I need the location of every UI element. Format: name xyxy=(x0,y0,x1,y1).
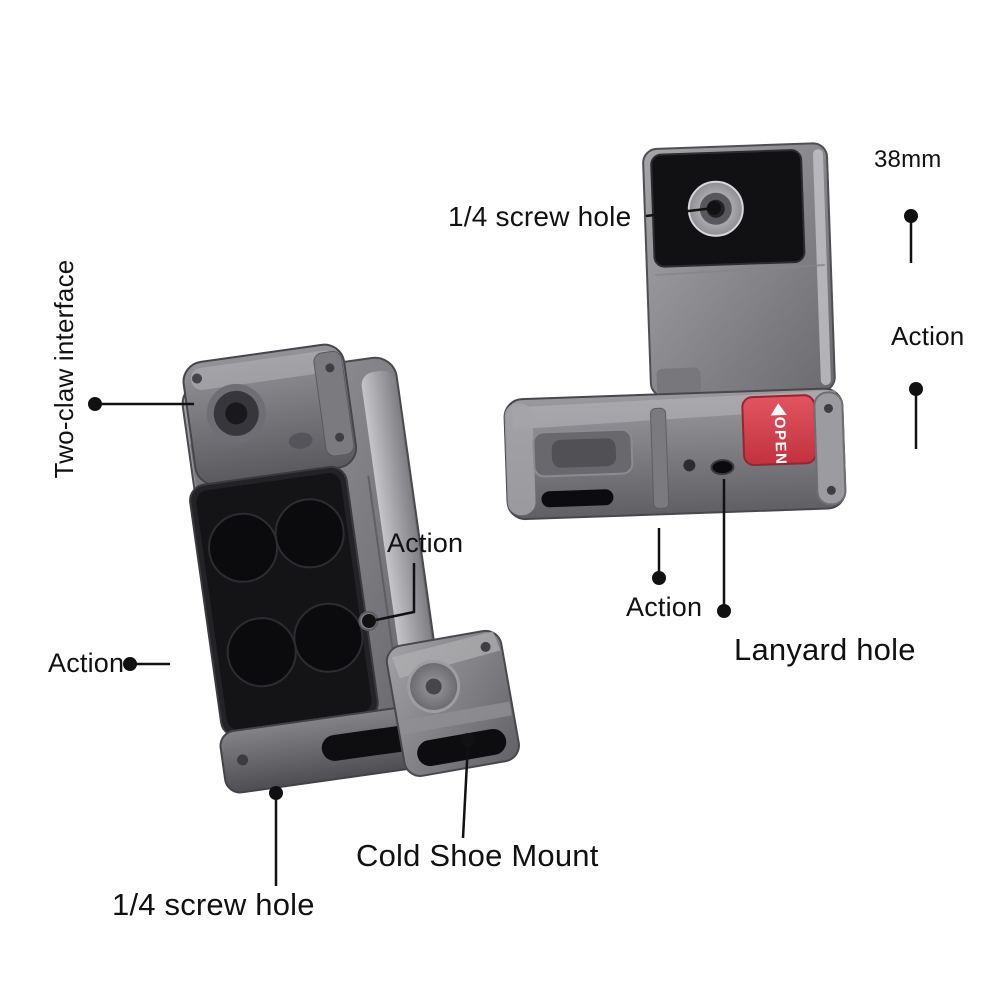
label-action-mid: Action xyxy=(387,528,464,558)
leader-screw-hole-top xyxy=(645,201,721,218)
clamp-slot xyxy=(541,489,614,508)
leader-lines xyxy=(88,201,923,886)
cold-shoe-slot xyxy=(417,728,507,767)
label-quarter-screw-hole-bottom: 1/4 screw hole xyxy=(112,887,315,922)
leader-action-mid xyxy=(362,563,416,628)
label-38mm-dimension: 38mm xyxy=(874,146,942,173)
leader-cold-shoe xyxy=(461,733,475,839)
leader-action-bottom xyxy=(652,528,666,585)
label-action-left: Action xyxy=(48,648,125,678)
open-button: OPEN xyxy=(741,394,818,467)
label-action-bottom: Action xyxy=(626,592,703,622)
right-device-plate-render xyxy=(642,142,836,398)
open-arrow-icon xyxy=(770,403,787,416)
lens-screen xyxy=(189,465,379,738)
label-quarter-screw-hole-top: 1/4 screw hole xyxy=(448,201,632,232)
cold-shoe-mount-render xyxy=(385,629,520,777)
label-two-claw-interface: Two-claw interface xyxy=(49,259,79,479)
leader-action-right xyxy=(909,382,923,449)
open-button-label: OPEN xyxy=(771,417,790,466)
leader-action-left xyxy=(123,657,170,671)
leader-two-claw xyxy=(88,397,194,411)
label-cold-shoe-mount: Cold Shoe Mount xyxy=(356,838,599,873)
lanyard-hole xyxy=(710,459,735,476)
leader-screw-hole-bottom xyxy=(269,786,283,886)
two-claw-clamp xyxy=(182,343,358,486)
label-action-right: Action xyxy=(891,321,965,351)
right-device-clamp-render: OPEN xyxy=(503,387,847,521)
leader-lanyard xyxy=(717,479,731,618)
leader-38mm xyxy=(904,209,918,263)
label-lanyard-hole: Lanyard hole xyxy=(734,632,916,667)
